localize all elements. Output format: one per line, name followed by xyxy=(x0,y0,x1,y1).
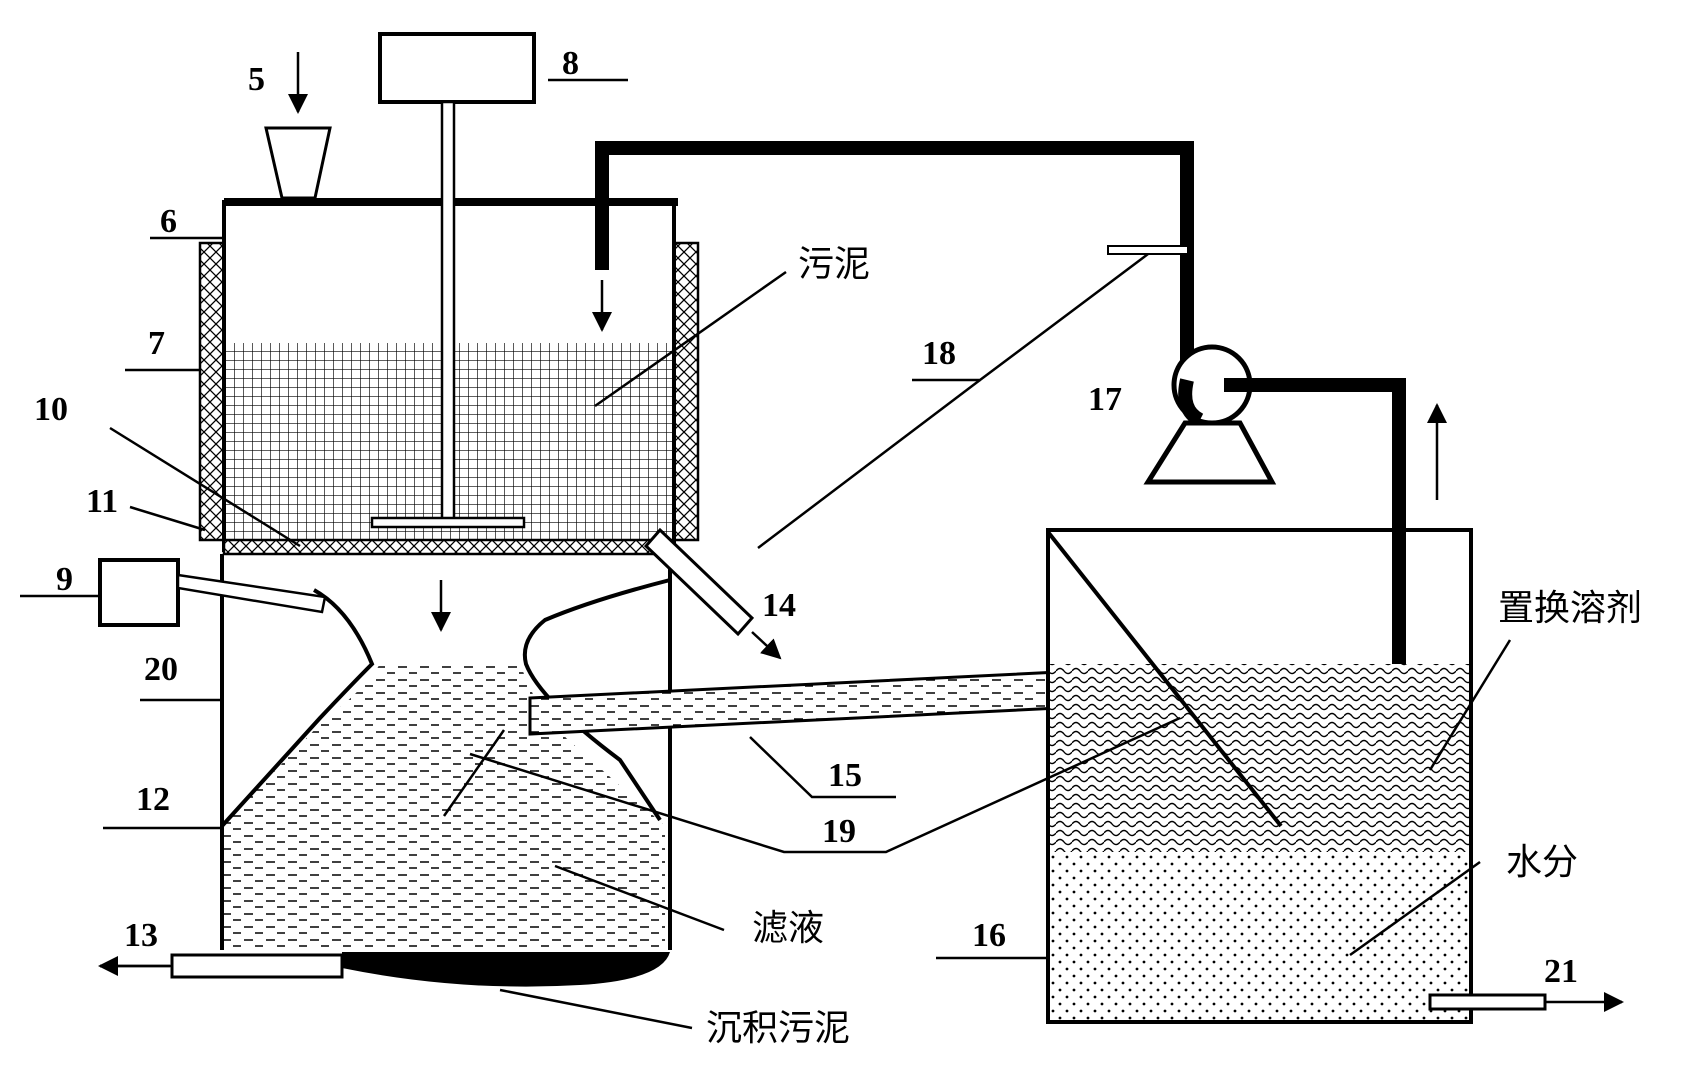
drain-pipe xyxy=(170,953,344,979)
label-11: 11 xyxy=(86,483,118,520)
sensor-box xyxy=(98,558,180,627)
recycle-line xyxy=(592,141,1447,732)
label-9: 9 xyxy=(56,561,73,598)
lower-chamber xyxy=(98,527,1142,987)
label-17: 17 xyxy=(1088,381,1122,418)
label-7: 7 xyxy=(148,325,165,362)
label-sludge: 污泥 xyxy=(798,244,870,285)
text-labels: 污泥 滤液 沉积污泥 置换溶剂 水分 xyxy=(706,244,1642,1049)
number-labels: 5 8 6 7 10 11 9 20 12 13 18 17 14 15 19 … xyxy=(34,45,1578,990)
stirrer-blade xyxy=(370,516,526,529)
flowmeter xyxy=(1107,245,1189,255)
label-18: 18 xyxy=(922,335,956,372)
label-16: 16 xyxy=(972,917,1006,954)
label-filtrate: 滤液 xyxy=(752,908,824,949)
label-13: 13 xyxy=(124,917,158,954)
solvent-tank xyxy=(1046,528,1624,1024)
label-5: 5 xyxy=(248,61,265,98)
solvent-layer xyxy=(1048,664,1471,852)
feed-hopper xyxy=(264,126,332,200)
outlet-valve xyxy=(643,527,755,637)
transfer-pipe xyxy=(528,668,1102,736)
label-21: 21 xyxy=(1544,953,1578,990)
label-15: 15 xyxy=(828,757,862,794)
stirrer-motor xyxy=(378,32,536,104)
label-12: 12 xyxy=(136,781,170,818)
label-solvent: 置换溶剂 xyxy=(1498,588,1642,629)
baffle xyxy=(1046,530,1283,828)
label-10: 10 xyxy=(34,391,68,428)
upper-tank xyxy=(198,32,700,556)
stirrer-shaft xyxy=(440,100,456,522)
label-water: 水分 xyxy=(1506,842,1578,883)
heating-jacket-right xyxy=(672,241,700,542)
sediment-sludge xyxy=(342,952,670,987)
tank-outlet xyxy=(1428,993,1547,1011)
label-14: 14 xyxy=(762,587,796,624)
label-20: 20 xyxy=(144,651,178,688)
label-sediment: 沉积污泥 xyxy=(706,1008,850,1049)
water-layer xyxy=(1048,852,1471,1022)
label-6: 6 xyxy=(160,203,177,240)
recycle-pipe xyxy=(595,141,1194,380)
label-19: 19 xyxy=(822,813,856,850)
label-8: 8 xyxy=(562,45,579,82)
filtrate-liquid xyxy=(222,664,665,948)
leader-lines xyxy=(20,78,1512,1030)
pump-base xyxy=(1143,420,1277,485)
